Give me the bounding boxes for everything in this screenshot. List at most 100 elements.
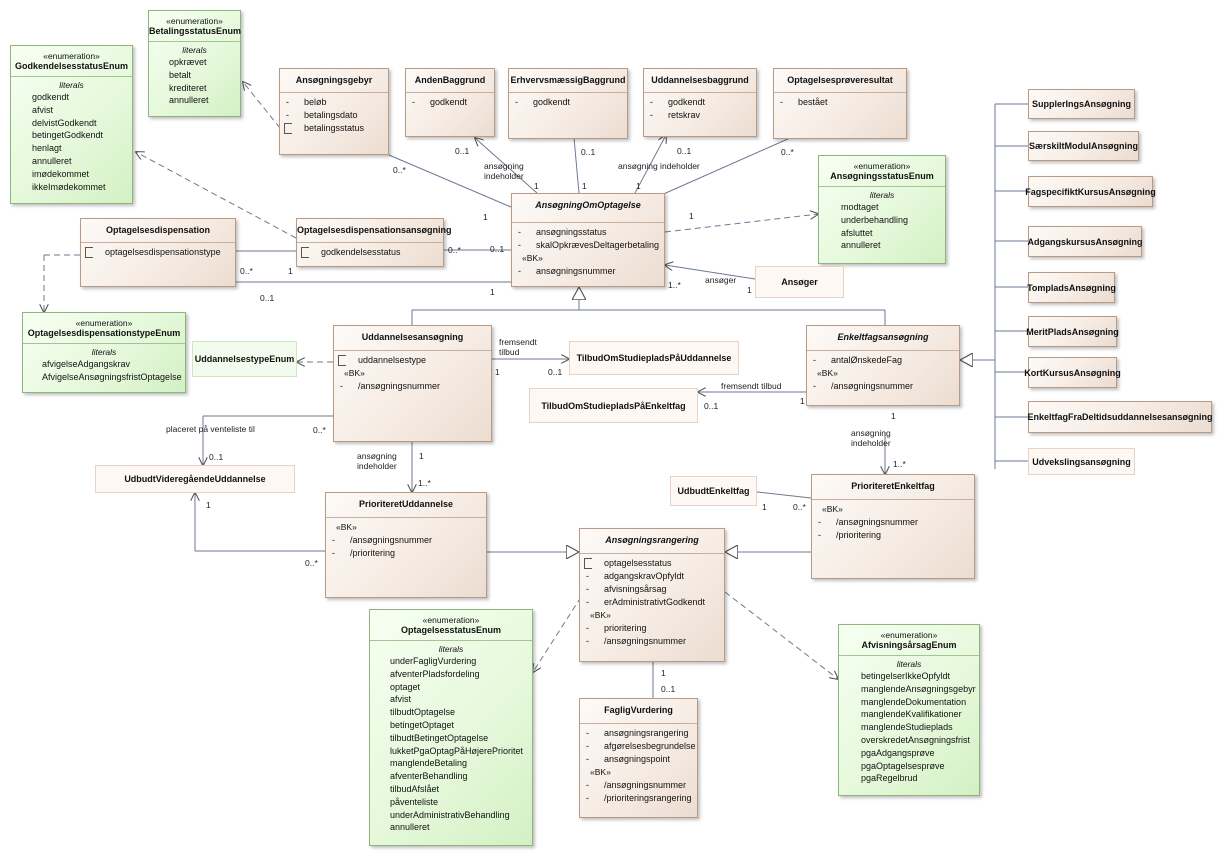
literals-label: literals xyxy=(182,45,207,55)
stereotype: «enumeration» xyxy=(880,630,938,640)
literal: annulleret xyxy=(390,822,430,833)
attribute: /ansøgningsnummer xyxy=(836,517,919,527)
attribute: erAdministrativtGodkendt xyxy=(604,597,706,607)
ansoegningsgebyr-class[interactable]: Ansøgningsgebyr -beløb -betalingsdato be… xyxy=(279,68,389,155)
uddannelsesbaggrund-class[interactable]: Uddannelsesbaggrund -godkendt -retskrav xyxy=(643,68,757,137)
literal: underAdministrativBehandling xyxy=(390,809,510,820)
prioriteret-enkeltfag-class[interactable]: PrioriteretEnkeltfag «BK» -/ansøgningsnu… xyxy=(811,474,975,579)
subtype-tomplads-ansoegning[interactable]: TompladsAnsøgning xyxy=(1027,272,1116,303)
attribute: afvisningsårsag xyxy=(604,584,667,594)
literal: tilbudAfslået xyxy=(390,783,440,794)
multiplicity: 0..1 xyxy=(661,684,676,694)
class-name: GodkendelsesstatusEnum xyxy=(14,61,129,71)
tilbud-studieplads-uddannelse-class[interactable]: TilbudOmStudiepladsPåUddannelse xyxy=(569,341,739,375)
association-label: ansøgning indeholder xyxy=(484,161,524,181)
optagelsesstatus-enum[interactable]: «enumeration» OptagelsesstatusEnum liter… xyxy=(369,609,533,846)
class-name: Uddannelsesbaggrund xyxy=(651,75,749,85)
optagelsesdispensationstype-enum[interactable]: «enumeration» Optagelsesdispensationstyp… xyxy=(22,312,186,393)
ansoegning-om-optagelse-class[interactable]: AnsøgningOmOptagelse -ansøgningsstatus -… xyxy=(511,193,665,287)
uddannelsestype-enum[interactable]: UddannelsestypeEnum xyxy=(192,341,297,377)
literal: manglendeAnsøgningsgebyr xyxy=(861,683,976,694)
subtype-fagspecifikt-kursus-ansoegning[interactable]: FagspecifiktKursusAnsøgning xyxy=(1025,176,1156,207)
literal: krediteret xyxy=(169,82,207,93)
multiplicity: 1 xyxy=(534,181,539,191)
literals-label: literals xyxy=(91,347,117,357)
enkeltfagsansoegning-class[interactable]: Enkeltfagsansøgning -antalØnskedeFag «BK… xyxy=(806,325,960,406)
literal: manglendeKvalifikationer xyxy=(861,709,962,720)
literal: modtaget xyxy=(841,202,879,212)
literal: betingelserIkkeOpfyldt xyxy=(861,671,951,681)
tilbud-studieplads-enkeltfag-class[interactable]: TilbudOmStudiepladsPåEnkeltfag xyxy=(529,388,698,423)
attribute: /ansøgningsnummer xyxy=(358,381,441,391)
class-name: Optagelsesprøveresultat xyxy=(787,75,893,85)
class-name: EnkeltfagFraDeltidsuddannelsesansøgning xyxy=(1027,412,1213,422)
subtype-saerskilt-modul-ansoegning[interactable]: SærskiltModulAnsøgning xyxy=(1028,131,1139,161)
subtype-supplerings-ansoegning[interactable]: SupplerIngsAnsøgning xyxy=(1028,89,1135,119)
literal: afventerPladsfordeling xyxy=(390,668,480,679)
literal: manglendeStudieplads xyxy=(861,722,953,733)
class-name: Ansøgningsgebyr xyxy=(295,75,373,85)
multiplicity: 1..* xyxy=(668,280,681,290)
bk-stereotype: «BK» xyxy=(822,504,843,514)
ansoegningsstatus-enum[interactable]: «enumeration» AnsøgningsstatusEnum liter… xyxy=(818,155,946,264)
udbudt-videregaaende-uddannelse-class[interactable]: UdbudtVideregåendeUddannelse xyxy=(95,465,295,493)
attribute: afgørelsesbegrundelse xyxy=(604,741,696,751)
prioriteret-uddannelse-class[interactable]: PrioriteretUddannelse «BK» -/ansøgningsn… xyxy=(325,492,487,598)
attribute: /prioritering xyxy=(350,548,396,558)
attribute: godkendt xyxy=(430,97,468,107)
class-name: UdbudtEnkeltfag xyxy=(677,486,750,496)
attribute: prioritering xyxy=(604,623,647,633)
multiplicity: 0..* xyxy=(448,245,461,255)
multiplicity: 0..1 xyxy=(260,293,275,303)
subtype-meritplads-ansoegning[interactable]: MeritPladsAnsøgning xyxy=(1026,316,1119,347)
literal: imødekommet xyxy=(32,168,90,179)
multiplicity: 1..* xyxy=(893,459,906,469)
attribute: /ansøgningsnummer xyxy=(604,780,687,790)
bk-stereotype: «BK» xyxy=(590,767,611,777)
subtype-udvekslings-ansoegning[interactable]: Udvekslingsansøgning xyxy=(1028,448,1135,475)
udbudt-enkeltfag-class[interactable]: UdbudtEnkeltfag xyxy=(670,476,757,506)
class-name: OptagelsesdispensationstypeEnum xyxy=(27,328,181,338)
optagelsesdispensationsansoegning-class[interactable]: Optagelsesdispensationsansøgning godkend… xyxy=(296,218,452,267)
multiplicity: 1 xyxy=(495,367,500,377)
attribute: /ansøgningsnummer xyxy=(831,381,914,391)
subtype-kortkursus-ansoegning[interactable]: KortKursusAnsøgning xyxy=(1024,357,1121,388)
role-label: ansøger xyxy=(705,275,737,285)
subtype-adgangskursus-ansoegning[interactable]: AdgangskursusAnsøgning xyxy=(1027,226,1143,257)
multiplicity: 0..* xyxy=(393,165,406,175)
class-name: Optagelsesdispensationsansøgning xyxy=(297,225,452,235)
erhvervsmaessig-baggrund-class[interactable]: ErhvervsmæssigBaggrund -godkendt xyxy=(508,68,628,139)
class-name: Ansøgningsrangering xyxy=(605,535,699,545)
class-name: AfvisningsårsagEnum xyxy=(861,640,957,650)
multiplicity: 0..1 xyxy=(209,452,224,462)
literal: afvist xyxy=(390,694,412,705)
uddannelsesansoegning-class[interactable]: Uddannelsesansøgning uddannelsestype «BK… xyxy=(333,325,492,442)
class-name: PrioriteretUddannelse xyxy=(358,499,454,509)
attribute: skalOpkrævesDeltagerbetaling xyxy=(536,240,660,250)
anden-baggrund-class[interactable]: AndenBaggrund -godkendt xyxy=(405,68,495,137)
stereotype: «enumeration» xyxy=(166,16,223,26)
literal: afvigelseAdgangskrav xyxy=(42,359,131,369)
multiplicity: 1 xyxy=(483,212,488,222)
faglig-vurdering-class[interactable]: FagligVurdering -ansøgningsrangering -af… xyxy=(579,698,698,818)
optagelsesdispensation-class[interactable]: Optagelsesdispensation optagelsesdispens… xyxy=(80,218,236,287)
ansoeger-class[interactable]: Ansøger xyxy=(755,266,844,298)
godkendelsesstatus-enum[interactable]: «enumeration» GodkendelsesstatusEnum lit… xyxy=(10,45,133,204)
literal: henlagt xyxy=(32,143,62,154)
afvisningsaarsag-enum[interactable]: «enumeration» AfvisningsårsagEnum litera… xyxy=(838,624,980,796)
subtype-enkeltfag-fra-deltid-ansoegning[interactable]: EnkeltfagFraDeltidsuddannelsesansøgning xyxy=(1027,401,1213,433)
literal: pgaAdgangsprøve xyxy=(861,747,935,758)
class-name: AdgangskursusAnsøgning xyxy=(1027,236,1143,247)
literal: godkendt xyxy=(32,92,70,102)
association-label: fremsendt tilbud xyxy=(499,337,537,357)
multiplicity: 0..* xyxy=(313,425,326,435)
ansoegningsrangering-class[interactable]: Ansøgningsrangering optagelsesstatus -ad… xyxy=(579,528,725,662)
class-name: Optagelsesdispensation xyxy=(105,225,211,235)
multiplicity: 0..1 xyxy=(704,401,719,411)
literal: tilbudtOptagelse xyxy=(390,707,456,718)
attribute: godkendelsesstatus xyxy=(321,247,401,257)
bk-stereotype: «BK» xyxy=(344,368,365,378)
optagelsesproeveresultat-class[interactable]: Optagelsesprøveresultat -bestået xyxy=(773,68,907,139)
betalingsstatus-enum[interactable]: «enumeration» BetalingsstatusEnum litera… xyxy=(148,10,241,117)
